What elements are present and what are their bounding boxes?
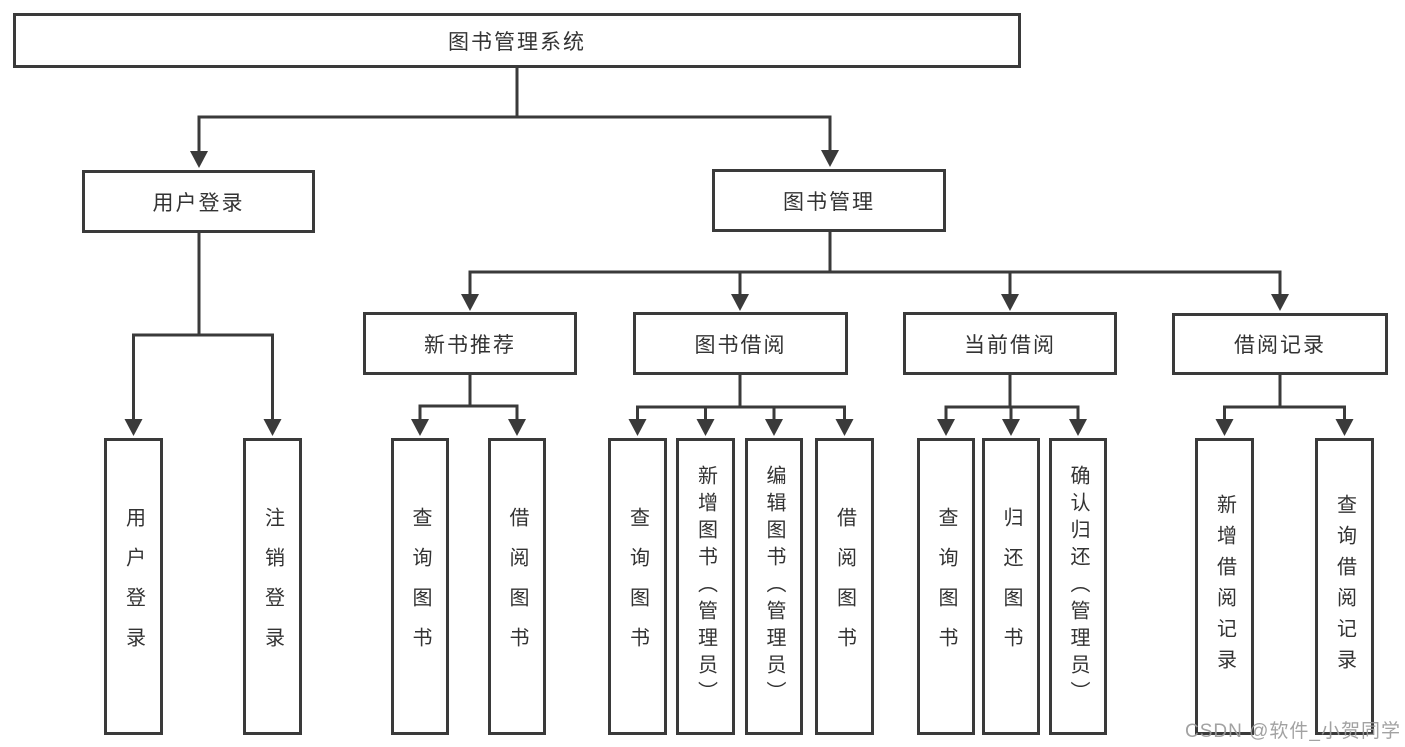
node-leaf-user-login: 用户登录 <box>104 438 163 735</box>
node-leaf-logout-label: 注销登录 <box>261 506 284 667</box>
node-leaf-records-add-borrow-record-label: 新增借阅记录 <box>1213 493 1236 680</box>
node-leaf-borrowing-query-books-label: 查询图书 <box>626 506 649 667</box>
node-leaf-user-login-label: 用户登录 <box>122 506 145 667</box>
node-leaf-borrowing-edit-books-admin-label: 编辑图书（管理员） <box>763 465 785 708</box>
node-leaf-current-return-books-label: 归还图书 <box>1000 506 1022 667</box>
node-leaf-borrowing-edit-books-admin: 编辑图书（管理员） <box>745 438 803 735</box>
node-leaf-records-query-borrow-record-label: 查询借阅记录 <box>1333 493 1356 680</box>
node-leaf-recommend-borrow-books-label: 借阅图书 <box>506 506 528 667</box>
node-current-borrowing: 当前借阅 <box>903 312 1117 375</box>
node-leaf-records-query-borrow-record: 查询借阅记录 <box>1315 438 1374 735</box>
csdn-watermark: CSDN @软件_小贺同学 <box>1185 721 1401 742</box>
node-borrow-records: 借阅记录 <box>1172 313 1388 375</box>
node-leaf-records-add-borrow-record: 新增借阅记录 <box>1195 438 1254 735</box>
node-root-library-management-system: 图书管理系统 <box>13 13 1021 68</box>
node-leaf-recommend-borrow-books: 借阅图书 <box>488 438 546 735</box>
node-leaf-borrowing-add-books-admin: 新增图书（管理员） <box>676 438 735 735</box>
node-user-login-label: 用户登录 <box>152 191 245 215</box>
node-leaf-borrowing-borrow-books-label: 借阅图书 <box>833 506 856 667</box>
node-leaf-borrowing-query-books: 查询图书 <box>608 438 667 735</box>
node-leaf-recommend-query-books: 查询图书 <box>391 438 449 735</box>
node-book-management: 图书管理 <box>712 169 946 232</box>
node-current-borrowing-label: 当前借阅 <box>964 333 1056 357</box>
node-leaf-current-confirm-return-admin: 确认归还（管理员） <box>1049 438 1107 735</box>
node-user-login: 用户登录 <box>82 170 315 233</box>
node-root-label: 图书管理系统 <box>448 30 586 54</box>
node-book-borrowing-label: 图书借阅 <box>694 333 787 357</box>
node-leaf-borrowing-add-books-admin-label: 新增图书（管理员） <box>694 465 717 708</box>
node-leaf-current-query-books: 查询图书 <box>917 438 975 735</box>
node-book-management-label: 图书管理 <box>783 190 875 214</box>
node-leaf-recommend-query-books-label: 查询图书 <box>409 506 431 667</box>
node-book-borrowing: 图书借阅 <box>633 312 848 375</box>
node-new-book-recommend-label: 新书推荐 <box>424 333 516 357</box>
node-leaf-borrowing-borrow-books: 借阅图书 <box>815 438 874 735</box>
node-leaf-current-return-books: 归还图书 <box>982 438 1040 735</box>
node-leaf-logout: 注销登录 <box>243 438 302 735</box>
node-leaf-current-query-books-label: 查询图书 <box>935 506 957 667</box>
node-borrow-records-label: 借阅记录 <box>1234 334 1326 357</box>
node-new-book-recommend: 新书推荐 <box>363 312 577 375</box>
node-leaf-current-confirm-return-admin-label: 确认归还（管理员） <box>1067 465 1089 708</box>
